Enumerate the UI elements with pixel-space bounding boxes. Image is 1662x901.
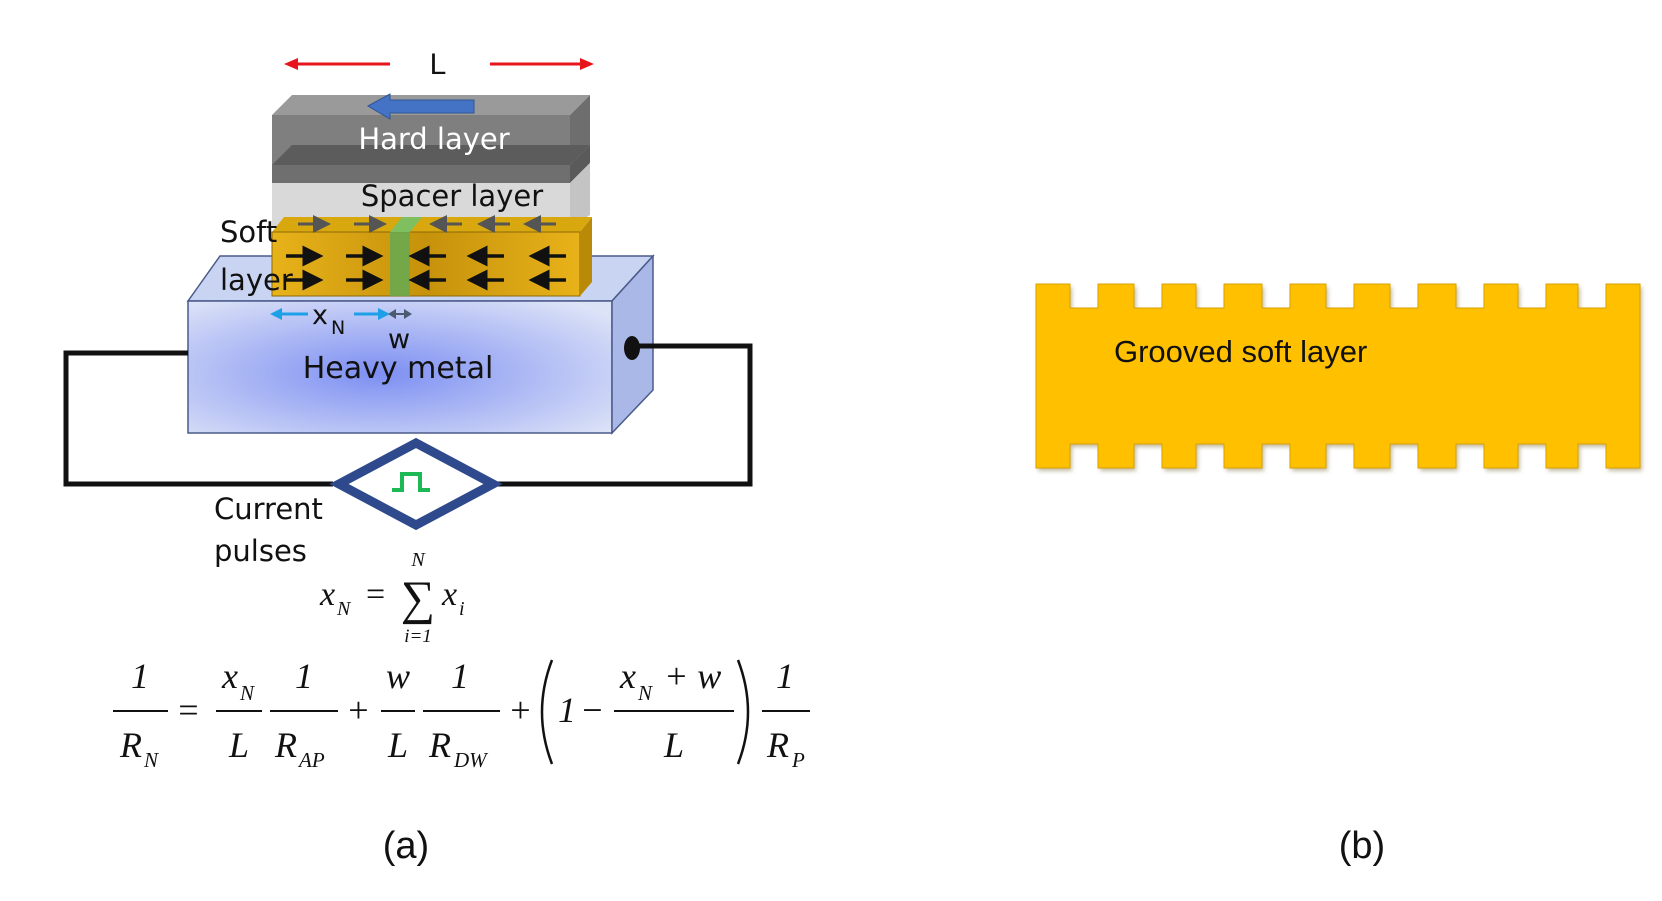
eq2-num-4: 1 xyxy=(776,656,794,696)
soft-layer-label-line2: layer xyxy=(220,263,293,297)
eq2-L3: L xyxy=(663,725,684,765)
eq1-sum-upper: N xyxy=(410,549,426,571)
eq2-R-ap-sub: AP xyxy=(297,748,325,772)
eq2-R-dw-sub: DW xyxy=(453,748,489,772)
hard-layer-label: Hard layer xyxy=(358,122,509,156)
eq1-lhs-sub: N xyxy=(336,598,352,620)
current-pulses-line1: Current xyxy=(214,492,323,526)
panel-a: L Hard layer Spacer layer Heavy metal xyxy=(63,48,753,568)
position-annotation: x N w xyxy=(270,300,412,355)
eq2-minus: − xyxy=(580,690,604,730)
eq2-x: x xyxy=(221,656,238,696)
heavy-metal-label: Heavy metal xyxy=(303,351,494,386)
eq1-equals: = xyxy=(366,576,385,613)
eq2-R-p: R xyxy=(766,725,789,765)
domain-wall xyxy=(390,232,410,296)
eq2-right-paren xyxy=(736,659,750,765)
contact-point xyxy=(624,336,640,360)
xn-subscript: N xyxy=(331,317,345,339)
eq2-R-dw: R xyxy=(428,725,451,765)
wire-right xyxy=(494,343,753,487)
eq2-plus-2: + xyxy=(508,690,532,730)
eq2-num-3: 1 xyxy=(451,656,469,696)
soft-layer-label-line1: Soft xyxy=(220,215,277,249)
eq2-left-paren xyxy=(540,659,554,765)
grooved-soft-layer xyxy=(1035,283,1641,469)
length-label: L xyxy=(430,48,447,81)
panel-b: Grooved soft layer xyxy=(1035,283,1642,471)
eq2-den-R: R xyxy=(119,725,142,765)
eq2-inner-plus-w: + w xyxy=(664,656,721,696)
eq2-w: w xyxy=(386,656,410,696)
spacer-layer-label: Spacer layer xyxy=(361,179,543,213)
eq2-x-sub: N xyxy=(239,681,255,705)
pulse-icon xyxy=(392,472,430,492)
current-pulses-line2: pulses xyxy=(214,534,307,568)
xn-label: x xyxy=(312,300,328,331)
grooved-soft-layer-label: Grooved soft layer xyxy=(1114,334,1367,369)
soft-layer xyxy=(271,215,592,297)
eq1-sum-symbol: ∑ xyxy=(401,572,435,625)
circuit xyxy=(63,336,753,531)
eq2-num-2: 1 xyxy=(295,656,313,696)
w-label: w xyxy=(388,324,410,355)
eq2-R-ap: R xyxy=(274,725,297,765)
eq1-sum-lower: i=1 xyxy=(404,626,432,647)
length-arrowhead-left xyxy=(284,58,298,70)
length-indicator: L xyxy=(284,48,594,81)
pulse-source xyxy=(329,437,503,531)
equation-position: x N = N ∑ i=1 x i xyxy=(319,549,465,647)
eq1-lhs: x xyxy=(319,576,335,613)
eq2-num-1: 1 xyxy=(131,656,149,696)
eq1-term-sub: i xyxy=(459,598,465,620)
eq2-inner-x-sub: N xyxy=(637,681,653,705)
wire-left xyxy=(63,350,333,487)
eq2-equals: = xyxy=(176,690,200,730)
caption-a: (a) xyxy=(383,825,429,867)
eq2-den-R-sub: N xyxy=(143,748,159,772)
length-arrowhead-right xyxy=(580,58,594,70)
eq2-inner-x: x xyxy=(619,656,636,696)
caption-b: (b) xyxy=(1339,825,1385,867)
front-magnetization-arrows xyxy=(286,245,566,291)
eq2-plus-1: + xyxy=(346,690,370,730)
eq2-R-p-sub: P xyxy=(791,748,805,772)
equation-resistance: 1 R N = x N L 1 R AP + w L 1 R DW + 1 − … xyxy=(113,656,810,772)
eq2-L2: L xyxy=(387,725,408,765)
eq1-term: x xyxy=(441,576,457,613)
hard-layer: Hard layer xyxy=(272,93,590,183)
eq2-one-inner: 1 xyxy=(558,690,576,730)
hard-layer-magnetization-arrow xyxy=(366,93,475,120)
eq2-L1: L xyxy=(228,725,249,765)
